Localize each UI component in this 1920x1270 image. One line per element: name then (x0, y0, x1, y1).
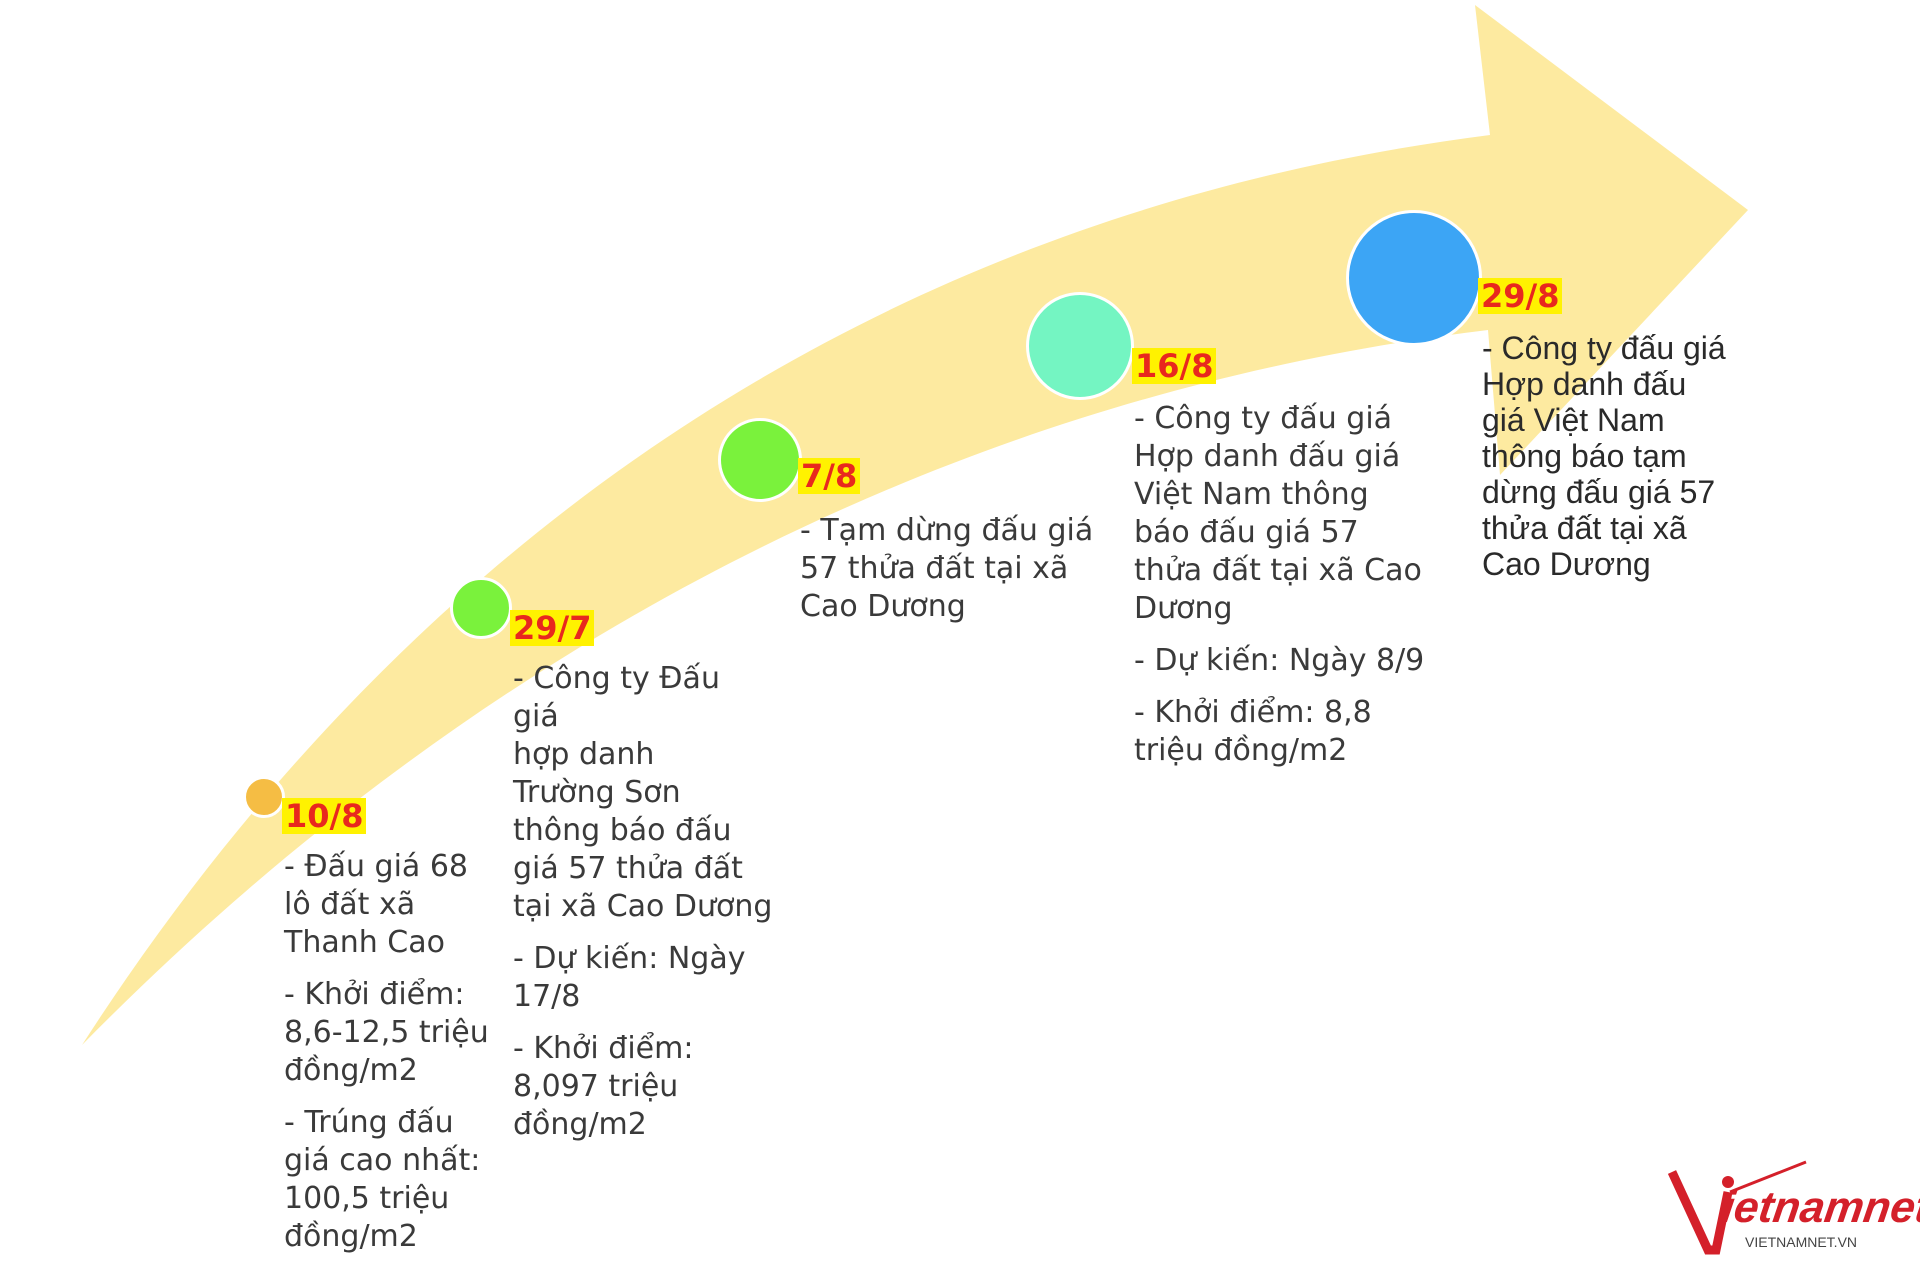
milestone-desc: - Tạm dừng đấu giá 57 thửa đất tại xã Ca… (800, 512, 1100, 640)
svg-text:ietnamnet: ietnamnet (1719, 1183, 1920, 1232)
desc-line: - Trúng đấu giá cao nhất: 100,5 triệu đồ… (284, 1105, 481, 1254)
milestone-desc: - Đấu giá 68 lô đất xã Thanh Cao - Khởi … (284, 848, 494, 1270)
desc-line: - Tạm dừng đấu giá 57 thửa đất tại xã Ca… (800, 513, 1094, 624)
milestone-dot (243, 776, 285, 818)
svg-text:VIETNAMNET.VN: VIETNAMNET.VN (1745, 1234, 1857, 1250)
arrow-shape (82, 5, 1748, 1045)
desc-line: - Công ty Đấu giá hợp danh Trường Sơn th… (513, 661, 773, 924)
desc-line: - Khởi điểm: 8,8 triệu đồng/m2 (1134, 695, 1372, 768)
milestone-dot (718, 418, 802, 502)
milestone-date: 29/8 (1478, 278, 1563, 314)
milestone-desc: - Công ty Đấu giá hợp danh Trường Sơn th… (513, 660, 773, 1158)
desc-line: - Dự kiến: Ngày 8/9 (1134, 643, 1425, 678)
vietnamnet-logo: ietnamnet VIETNAMNET.VN (1667, 1160, 1920, 1255)
milestone-date: 10/8 (282, 798, 367, 834)
desc-line: - Khởi điểm: 8,097 triệu đồng/m2 (513, 1031, 694, 1142)
milestone-date: 7/8 (798, 458, 861, 494)
desc-line: - Công ty đấu giá Hợp danh đấu giá Việt … (1134, 401, 1422, 626)
desc-line: - Công ty đấu giá Hợp danh đấu giá Việt … (1482, 330, 1726, 582)
milestone-dot (1346, 210, 1482, 346)
milestone-desc: - Công ty đấu giá Hợp danh đấu giá Việt … (1482, 330, 1782, 596)
milestone-desc: - Công ty đấu giá Hợp danh đấu giá Việt … (1134, 400, 1434, 784)
desc-line: - Dự kiến: Ngày 17/8 (513, 941, 746, 1014)
milestone-dot (450, 577, 512, 639)
milestone-date: 29/7 (510, 610, 595, 646)
milestone-date: 16/8 (1132, 348, 1217, 384)
desc-line: - Khởi điểm: 8,6-12,5 triệu đồng/m2 (284, 977, 489, 1088)
desc-line: - Đấu giá 68 lô đất xã Thanh Cao (284, 849, 469, 960)
milestone-dot (1026, 292, 1134, 400)
